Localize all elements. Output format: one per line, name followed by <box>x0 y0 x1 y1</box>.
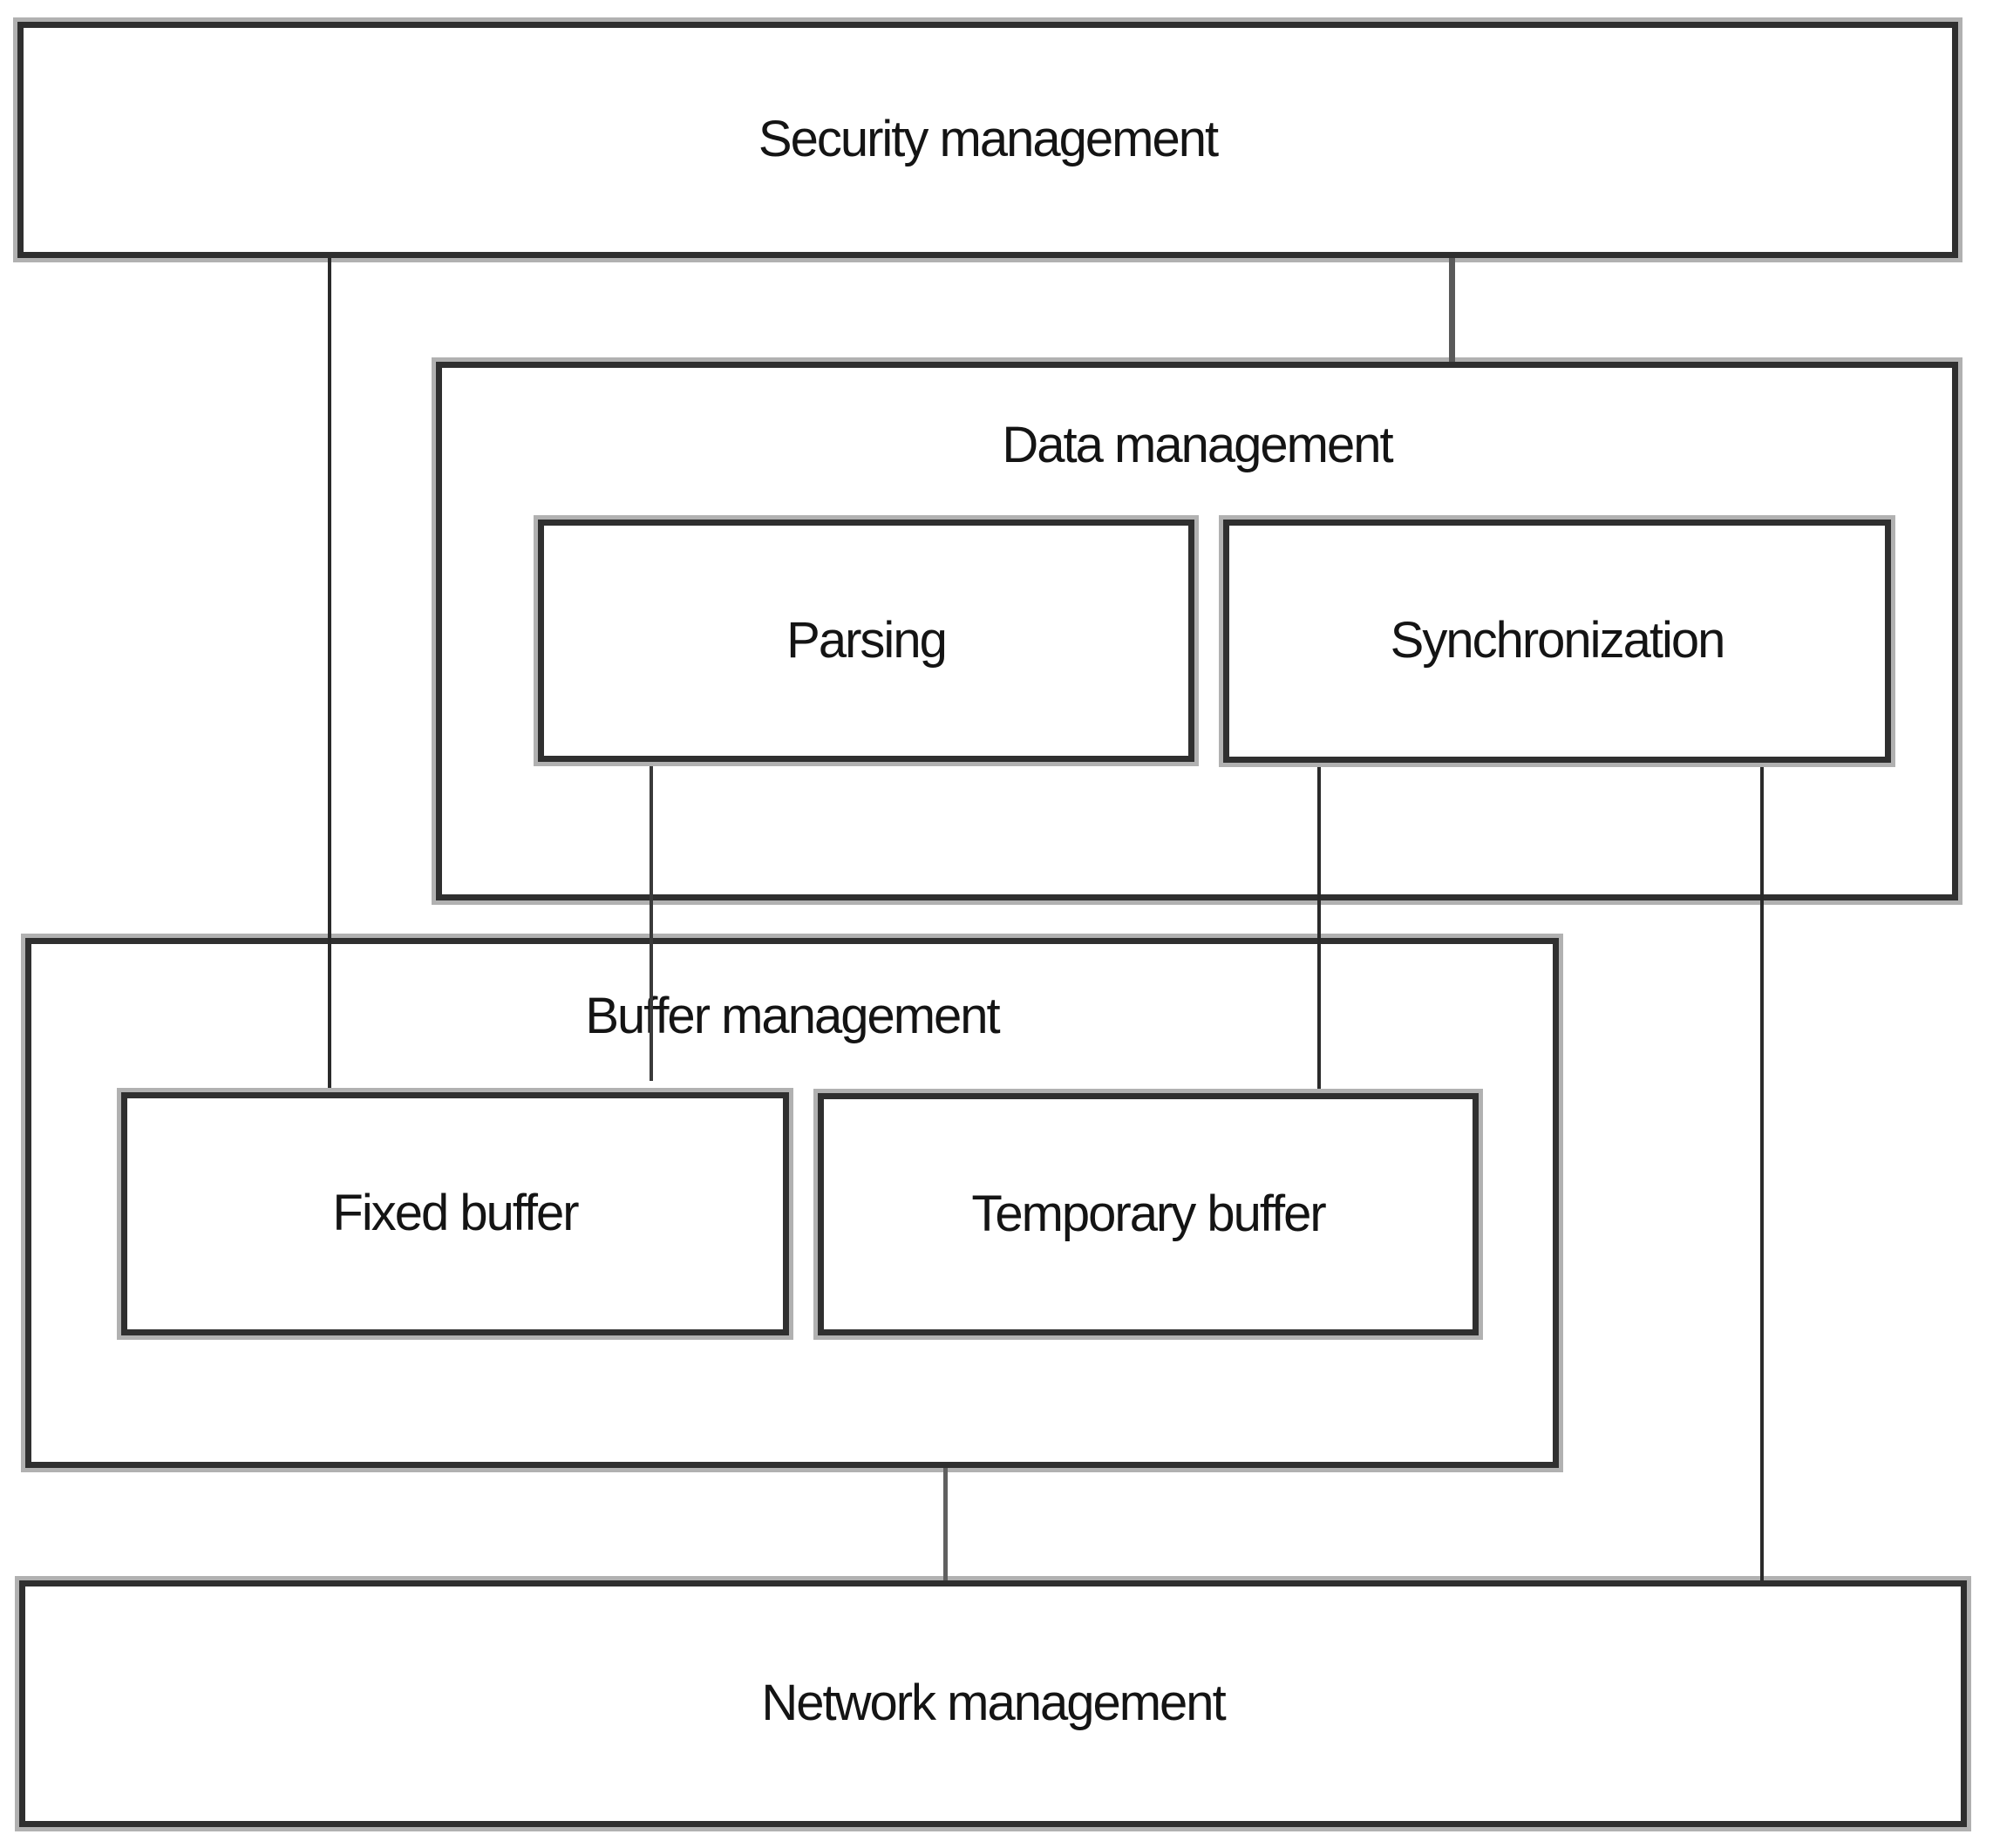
connector-buffer-management-to-network-management <box>943 1468 948 1580</box>
node-network-management: Network management <box>15 1576 1971 1831</box>
node-label-buffer-management: Buffer management <box>585 988 1000 1044</box>
node-label-security-management: Security management <box>758 111 1219 168</box>
node-label-synchronization: Synchronization <box>1390 612 1726 669</box>
connector-synchronization-to-temporary-buffer <box>1317 763 1321 1093</box>
node-label-fixed-buffer: Fixed buffer <box>332 1185 579 1242</box>
node-parsing: Parsing <box>534 515 1199 766</box>
connector-parsing-to-buffer-management <box>650 762 653 1081</box>
node-label-network-management: Network management <box>761 1675 1226 1732</box>
node-label-parsing: Parsing <box>786 611 948 669</box>
node-label-temporary-buffer: Temporary buffer <box>971 1185 1326 1242</box>
connector-synchronization-to-network-management <box>1760 763 1764 1580</box>
node-synchronization: Synchronization <box>1219 515 1895 767</box>
node-security-management: Security management <box>13 17 1962 262</box>
connector-security-to-fixed-buffer <box>328 258 331 1092</box>
node-fixed-buffer: Fixed buffer <box>117 1088 793 1340</box>
node-label-data-management: Data management <box>1002 417 1393 473</box>
connector-security-to-data-management <box>1449 258 1455 362</box>
node-temporary-buffer: Temporary buffer <box>813 1089 1483 1340</box>
